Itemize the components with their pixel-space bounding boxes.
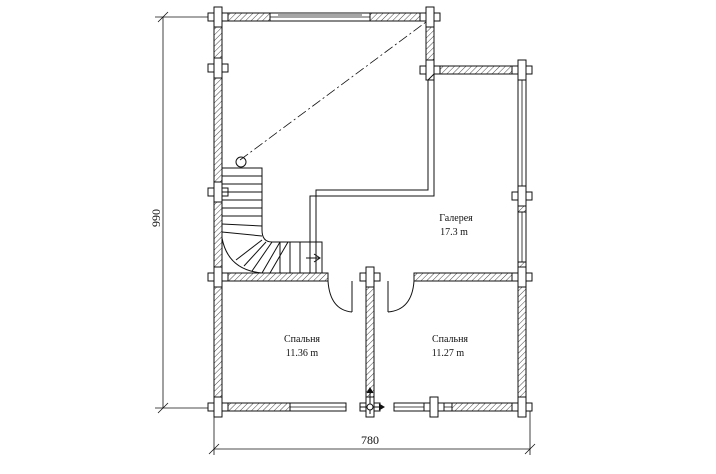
- bedroom-right-area: 11.27 m: [432, 348, 465, 359]
- gallery-room-name: Галерея: [439, 213, 473, 224]
- stair-opening-partition: [309, 73, 435, 273]
- bedroom-right-name: Спальня: [432, 334, 468, 345]
- width-dimension-label: 780: [361, 433, 379, 447]
- gallery-room-area: 17.3 m: [440, 227, 468, 238]
- height-dimension-label: 990: [149, 209, 163, 227]
- axis-marker: [360, 387, 385, 414]
- walls: [213, 12, 527, 412]
- doors: [327, 273, 415, 313]
- staircase: [221, 156, 323, 274]
- bedroom-left-area: 11.36 m: [286, 348, 319, 359]
- windows: [269, 12, 527, 412]
- dimension-vertical: 990: [149, 11, 216, 414]
- stair-void-line: [239, 21, 427, 161]
- bedroom-left-name: Спальня: [284, 334, 320, 345]
